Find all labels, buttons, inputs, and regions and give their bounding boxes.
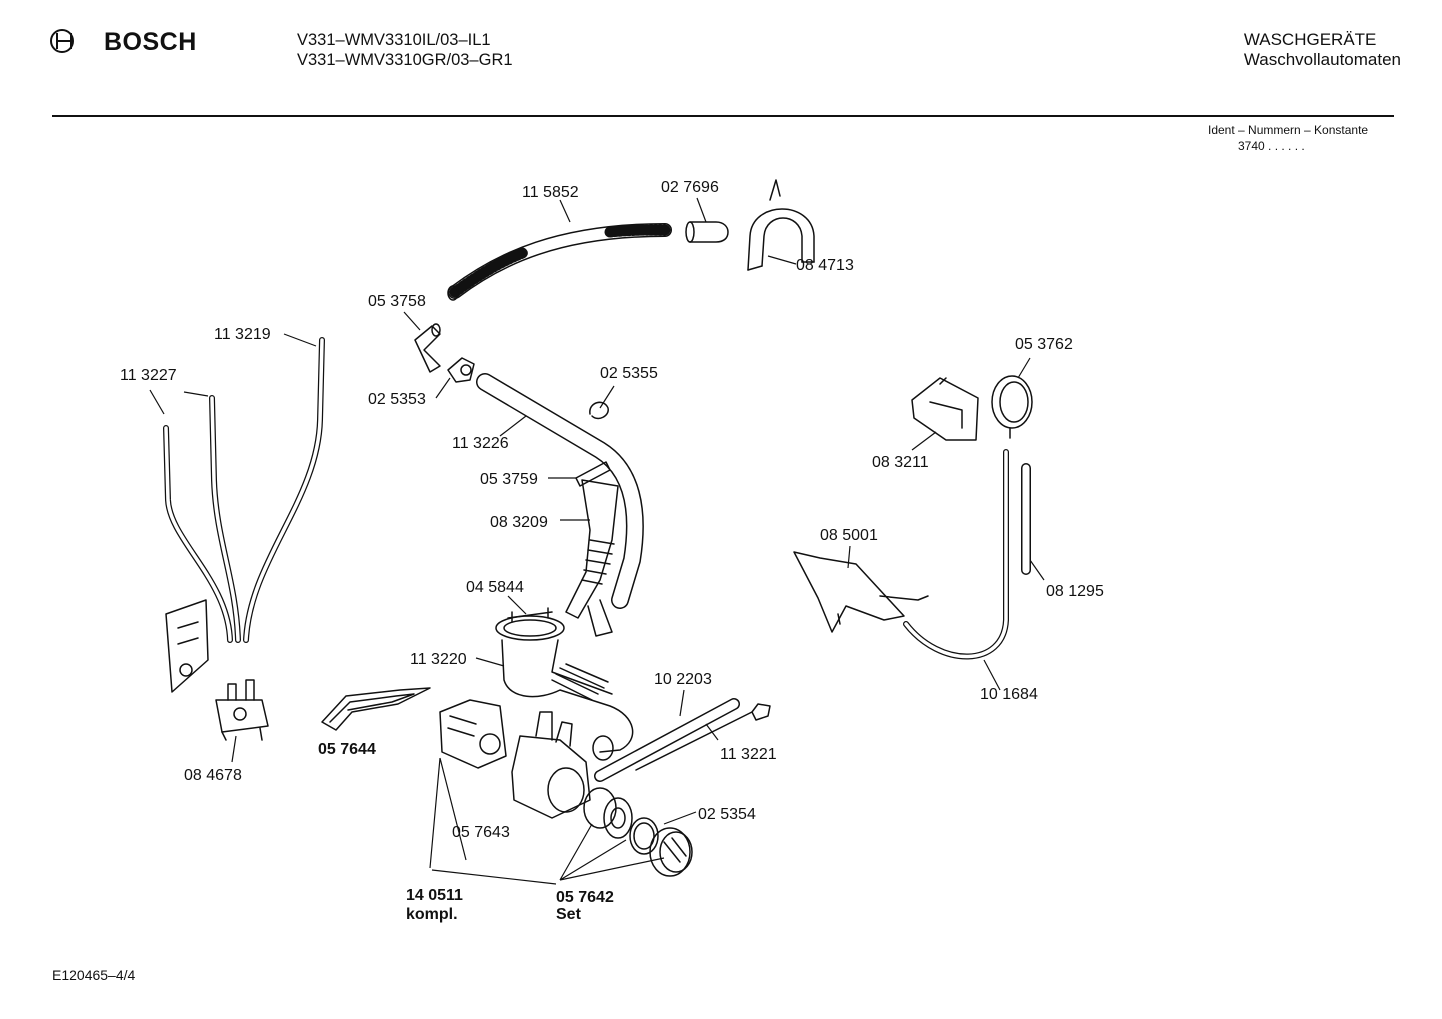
bosch-armature-icon [50,29,74,53]
part-label: 05 7643 [452,824,510,841]
part-label: 04 5844 [466,579,524,596]
hose-clamp-part [447,357,475,383]
gasket-part [321,687,431,731]
part-label: 05 3758 [368,293,426,310]
drain-hose-part [447,223,672,301]
pressure-hoses-part [163,337,325,643]
bent-hose-part [476,373,644,609]
part-label: 02 5353 [368,391,426,408]
part-label: 02 5354 [698,806,756,823]
pressure-tube-part [903,449,1009,660]
part-label: 14 0511 [406,887,463,904]
brand-name: BOSCH [104,28,197,56]
ident-title: Ident – Nummern – Konstante [1208,123,1369,137]
model-numbers: V331–WMV3310IL/03–IL1 V331–WMV3310GR/03–… [297,30,513,70]
header-divider [52,115,1394,117]
part-label: 11 5852 [522,184,579,201]
hose-coupling-part [685,221,729,243]
part-label: 08 4713 [796,257,854,274]
model-line-2: V331–WMV3310GR/03–GR1 [297,51,513,69]
part-label: 05 7644 [318,741,376,758]
level-sensor-part [635,703,771,771]
part-label: 10 2203 [654,671,712,688]
drain-pump-part [439,699,507,769]
part-label: 11 3227 [120,367,177,384]
part-label: 11 3220 [410,651,467,668]
part-label: 08 3209 [490,514,548,531]
part-label: 10 1684 [980,686,1038,703]
sump-hose-part [495,615,634,761]
part-label: 08 4678 [184,767,242,784]
straight-tube-part [594,698,740,782]
water-valve-part [215,679,269,741]
ident-block: Ident – Nummern – Konstante 3740 . . . .… [1208,122,1368,154]
part-label: 02 5355 [600,365,658,382]
part-label: 05 3762 [1015,336,1073,353]
hose-elbow-part [414,323,441,373]
air-trap-part [793,551,929,633]
part-label: 11 3226 [452,435,509,452]
mounting-bracket-part [165,599,209,693]
appliance-category: WASCHGERÄTE Waschvollautomaten [1244,30,1401,70]
hose-clip-part [575,461,611,487]
switch-bracket-part [911,377,979,441]
part-label: 11 3219 [214,326,271,343]
document-id: E120465–4/4 [52,967,136,983]
category-line-2: Waschvollautomaten [1243,50,1401,69]
part-label: 05 3759 [480,471,538,488]
part-label: 11 3221 [720,746,777,763]
part-label: 08 5001 [820,527,878,544]
ident-value: 3740 . . . . . . [1238,139,1305,153]
part-label: 08 1295 [1046,583,1104,600]
part-label: 05 7642 [556,889,614,906]
hose-hook-part [747,179,815,271]
impeller-set-part [583,787,693,877]
pressure-switch-part [991,375,1033,439]
category-line-1: WASCHGERÄTE [1243,30,1377,49]
band-clamp-part [507,607,553,623]
bellows-hose-part [565,479,619,637]
part-label: kompl. [406,906,458,923]
part-label: 08 3211 [872,454,929,471]
spring-clip-part [589,401,609,420]
pump-housing-part [511,711,591,819]
part-label: Set [556,906,582,923]
part-label: 02 7696 [661,179,719,196]
model-line-1: V331–WMV3310IL/03–IL1 [297,31,491,49]
